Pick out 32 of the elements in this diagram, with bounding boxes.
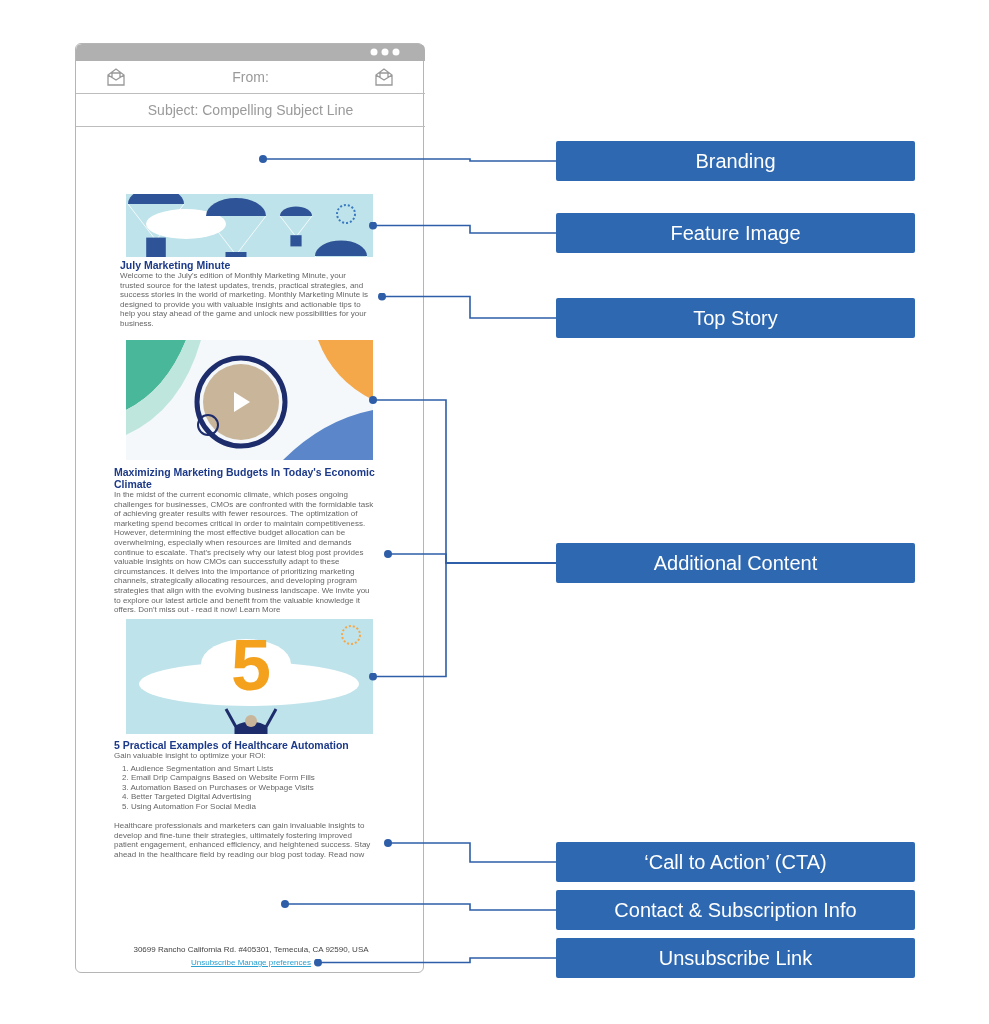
article-heading: July Marketing Minute: [120, 259, 232, 271]
subject-line: Subject: Compelling Subject Line: [147, 102, 354, 118]
leader-line: [384, 839, 557, 863]
illustration-number: 5: [231, 625, 272, 705]
email-window: [75, 43, 424, 973]
leader-line: [369, 562, 557, 681]
callout-label: Top Story: [556, 298, 915, 338]
callout-label: Feature Image: [556, 213, 915, 253]
callout-label: Unsubscribe Link: [556, 938, 915, 978]
article-text: In the midst of the current economic climate, which poses ongoing challenges for businesses, CMOs are confronted with the formidable task of achieving greater results with fewer resources. The optimization of marketing spend becomes critical in order to maintain competitiveness. However, determining the most effective budget allocation can be overwhelming, especially when resources are limited and demands continue to escalate. That's precisely why our latest blog post provides valuable insights on how CMOs can successfully adapt to these circumstances. It delves into the importance of prioritizing marketing channels, strategically allocating resources, and developing program strategies that align with the evolving business landscape. We invite you to explore our latest article and benefit from the valuable knowledge it offers. Don't miss out - read it now! Learn More: [114, 490, 375, 615]
callout-label: Contact & Subscription Info: [556, 890, 915, 930]
list-item: 4. Better Targeted Digital Advertising: [121, 792, 253, 802]
list-item: 3. Automation Based on Purchases or Webpage Visits: [121, 782, 315, 793]
footer-address: 30699 Rancho California Rd. #405301, Temecula, CA 92590, USA: [132, 944, 370, 955]
cta-paragraph: Healthcare professionals and marketers can gain invaluable insights to develop and fine-tune their strategies, ultimately fostering improved patient engagement, enhanced efficiency, and heightened success. Stay ahead in the healthcare field by reading our blog post today. Read now: [114, 821, 372, 860]
leader-line: [378, 292, 557, 319]
leader-line: [281, 900, 557, 911]
article-text: Welcome to the July's edition of Monthly Marketing Minute, your trusted source for the latest updates, trends, practical strategies, and success stories in the world of marketing. Monthly Marketing Minute is designed to provide you with valuable insights and actionable tips to help you stay ahead of the game and unlock new possibilities for your business.: [120, 271, 370, 329]
leader-line: [259, 155, 557, 163]
callout-label: ‘Call to Action’ (CTA): [556, 842, 915, 882]
list-item: 1. Audience Segmentation and Smart Lists: [121, 763, 275, 774]
sender-line: From:: [232, 69, 269, 85]
article-heading: Maximizing Marketing Budgets In Today's Economic Climate: [114, 466, 376, 490]
leader-line: [369, 221, 557, 234]
leader-line: [314, 957, 557, 967]
callout-label: Branding: [556, 141, 915, 181]
list-item: 2. Email Drip Campaigns Based on Website Form Fills: [121, 773, 316, 783]
callout-label: Additional Content: [556, 543, 915, 583]
unsubscribe-link: Unsubscribe Manage preferences: [189, 957, 313, 968]
intro-line: Gain valuable insight to optimize your ROI:: [114, 751, 267, 761]
article-heading: 5 Practical Examples of Healthcare Automation: [114, 739, 350, 751]
list-item: 5. Using Automation For Social Media: [121, 801, 257, 812]
